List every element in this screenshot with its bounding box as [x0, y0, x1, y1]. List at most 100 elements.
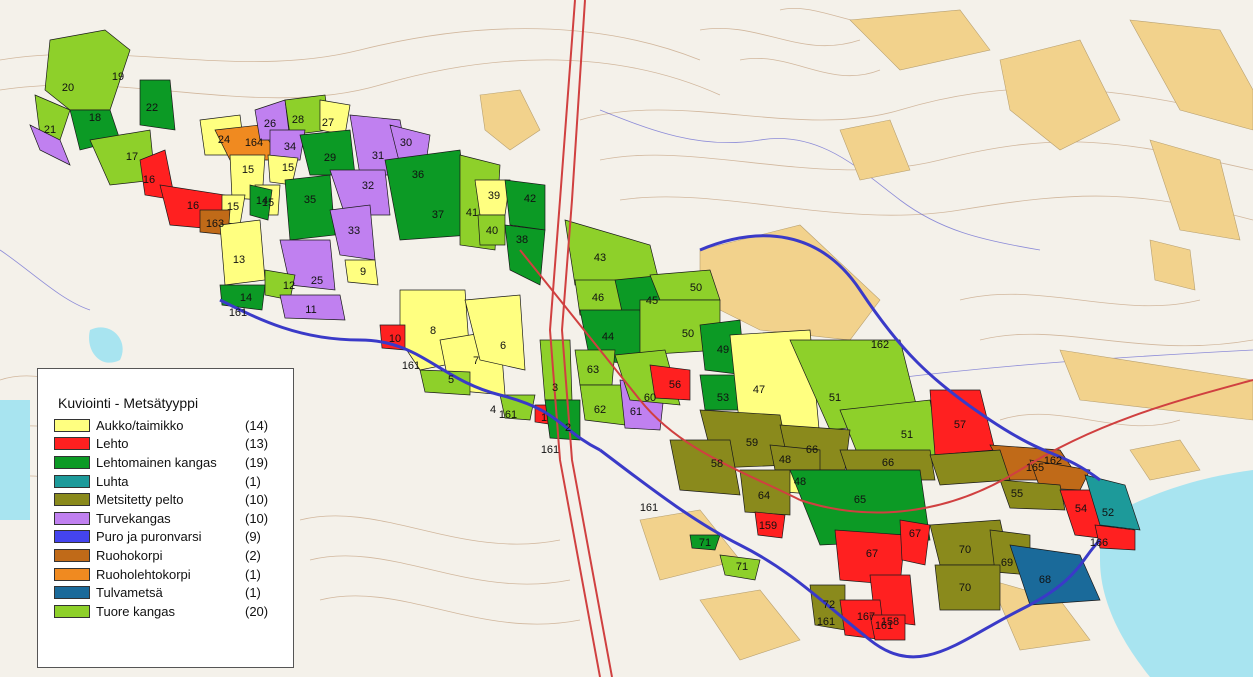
parcel-label-puro[interactable]: 161: [817, 616, 835, 628]
parcel-label-tuore[interactable]: 51: [901, 429, 913, 441]
parcel-label-tuore[interactable]: 62: [594, 404, 606, 416]
parcel-label-aukko[interactable]: 7: [473, 355, 479, 367]
parcel-label-turve[interactable]: 32: [362, 180, 374, 192]
parcel-label-lehtomainen[interactable]: 18: [89, 112, 101, 124]
parcel-label-tuore[interactable]: 40: [486, 225, 498, 237]
parcel-label-pelto[interactable]: 58: [711, 458, 723, 470]
parcel-label-tuore[interactable]: 43: [594, 252, 606, 264]
parcel-label-aukko[interactable]: 48: [794, 476, 806, 488]
parcel-label-pelto[interactable]: 64: [758, 490, 770, 502]
parcel-label-aukko[interactable]: 6: [500, 340, 506, 352]
parcel-label-pelto[interactable]: 66: [806, 444, 818, 456]
parcel-label-lehtomainen[interactable]: 38: [516, 234, 528, 246]
parcel-label-lehtomainen[interactable]: 44: [602, 331, 614, 343]
parcel-label-turve[interactable]: 61: [630, 406, 642, 418]
parcel-label-puro[interactable]: 161: [402, 360, 420, 372]
parcel-label-aukko[interactable]: 15: [282, 162, 294, 174]
parcel-label-lehto[interactable]: 1: [541, 412, 547, 424]
parcel-label-lehtomainen[interactable]: 2: [565, 422, 571, 434]
parcel-label-lehtomainen[interactable]: 14: [256, 195, 268, 207]
parcel-label-puro[interactable]: 161: [640, 502, 658, 514]
parcel-label-tuore[interactable]: 28: [292, 114, 304, 126]
parcel-label-pelto[interactable]: 48: [779, 454, 791, 466]
parcel-label-lehto[interactable]: 158: [881, 616, 899, 628]
parcel-label-tuore[interactable]: 12: [283, 280, 295, 292]
parcel-label-tuore[interactable]: 63: [587, 364, 599, 376]
parcel-label-turve[interactable]: 33: [348, 225, 360, 237]
parcel-label-lehtomainen[interactable]: 37: [432, 209, 444, 221]
parcel-label-aukko[interactable]: 15: [227, 201, 239, 213]
parcel-label-puro[interactable]: 161: [229, 307, 247, 319]
parcel-label-pelto[interactable]: 70: [959, 544, 971, 556]
parcel-label-aukko[interactable]: 27: [322, 117, 334, 129]
parcel-label-aukko[interactable]: 9: [360, 266, 366, 278]
parcel-label-turve[interactable]: 30: [400, 137, 412, 149]
parcel-label-pelto[interactable]: 69: [1001, 557, 1013, 569]
parcel-label-tuore[interactable]: 71: [736, 561, 748, 573]
parcel-label-lehtomainen[interactable]: 22: [146, 102, 158, 114]
parcel-label-aukko[interactable]: 8: [430, 325, 436, 337]
parcel-label-tuore[interactable]: 60: [644, 392, 656, 404]
parcel-label-tulva[interactable]: 68: [1039, 574, 1051, 586]
parcel-label-ruohokorpi[interactable]: 165: [1026, 462, 1044, 474]
parcel-label-tuore[interactable]: 46: [592, 292, 604, 304]
parcel-label-lehto[interactable]: 56: [669, 379, 681, 391]
parcel-label-turve[interactable]: 26: [264, 118, 276, 130]
parcel-label-luhta[interactable]: 52: [1102, 507, 1114, 519]
parcel-label-turve[interactable]: 11: [305, 304, 316, 316]
parcel-label-lehto[interactable]: 16: [143, 174, 155, 186]
parcel-label-tuore[interactable]: 14: [240, 292, 252, 304]
parcel-label-turve[interactable]: 34: [284, 141, 296, 153]
parcel-label-tuore[interactable]: 51: [829, 392, 841, 404]
parcel-label-tuore[interactable]: 50: [690, 282, 702, 294]
parcel-label-lehto[interactable]: 67: [909, 528, 921, 540]
parcel-label-lehto[interactable]: 16: [187, 200, 199, 212]
parcel-label-puro[interactable]: 162: [871, 339, 889, 351]
parcel-label-lehto[interactable]: 10: [389, 333, 401, 345]
parcel-label-turve[interactable]: 21: [44, 124, 56, 136]
parcel-label-pelto[interactable]: 72: [823, 599, 835, 611]
parcel-label-pelto[interactable]: 70: [959, 582, 971, 594]
parcel-label-pelto[interactable]: 66: [882, 457, 894, 469]
parcel-label-lehtomainen[interactable]: 42: [524, 193, 536, 205]
parcel-label-lehtomainen[interactable]: 36: [412, 169, 424, 181]
parcel-label-aukko[interactable]: 39: [488, 190, 500, 202]
parcel-label-lehtomainen[interactable]: 35: [304, 194, 316, 206]
parcel-label-lehtomainen[interactable]: 49: [717, 344, 729, 356]
parcel-label-tuore[interactable]: 19: [112, 71, 124, 83]
parcel-label-tuore[interactable]: 17: [126, 151, 138, 163]
parcel-label-pelto[interactable]: 59: [746, 437, 758, 449]
parcel-label-aukko[interactable]: 15: [262, 197, 274, 209]
parcel-label-ruohokorpi[interactable]: 162: [1044, 455, 1062, 467]
parcel-label-tuore[interactable]: 4: [490, 404, 496, 416]
parcel-label-puro[interactable]: 161: [541, 444, 559, 456]
parcel-label-lehtomainen[interactable]: 71: [699, 537, 711, 549]
parcel-label-tuore[interactable]: 41: [466, 207, 478, 219]
parcel-label-lehto[interactable]: 54: [1075, 503, 1087, 515]
parcel-label-lehto[interactable]: 67: [866, 548, 878, 560]
parcel-label-aukko[interactable]: 47: [753, 384, 765, 396]
parcel-label-lehto[interactable]: 159: [759, 520, 777, 532]
parcel-label-puro[interactable]: 161: [499, 409, 517, 421]
parcel-label-lehto[interactable]: 167: [857, 611, 875, 623]
parcel-label-lehtomainen[interactable]: 45: [646, 295, 658, 307]
parcel-label-lehtomainen[interactable]: 53: [717, 392, 729, 404]
parcel-label-pelto[interactable]: 55: [1011, 488, 1023, 500]
parcel-label-lehtomainen[interactable]: 29: [324, 152, 336, 164]
parcel-label-lehto[interactable]: 57: [954, 419, 966, 431]
parcel-label-tuore[interactable]: 3: [552, 382, 558, 394]
parcel-label-turve[interactable]: 31: [372, 150, 384, 162]
parcel-label-aukko[interactable]: 24: [218, 134, 230, 146]
parcel-label-aukko[interactable]: 13: [233, 254, 245, 266]
parcel-label-lehto[interactable]: 166: [1090, 537, 1108, 549]
parcel-label-lehtomainen[interactable]: 65: [854, 494, 866, 506]
parcel-label-turve[interactable]: 25: [311, 275, 323, 287]
parcel-label-tuore[interactable]: 5: [448, 374, 454, 386]
parcel-label-ruohokorpi[interactable]: 163: [206, 218, 224, 230]
parcel-label-aukko[interactable]: 15: [242, 164, 254, 176]
parcel-label-tuore[interactable]: 50: [682, 328, 694, 340]
parcel-label-tuore[interactable]: 20: [62, 82, 74, 94]
parcel-label-ruoholehto[interactable]: 164: [245, 137, 263, 149]
parcel-label-lehto[interactable]: 161: [875, 620, 893, 632]
